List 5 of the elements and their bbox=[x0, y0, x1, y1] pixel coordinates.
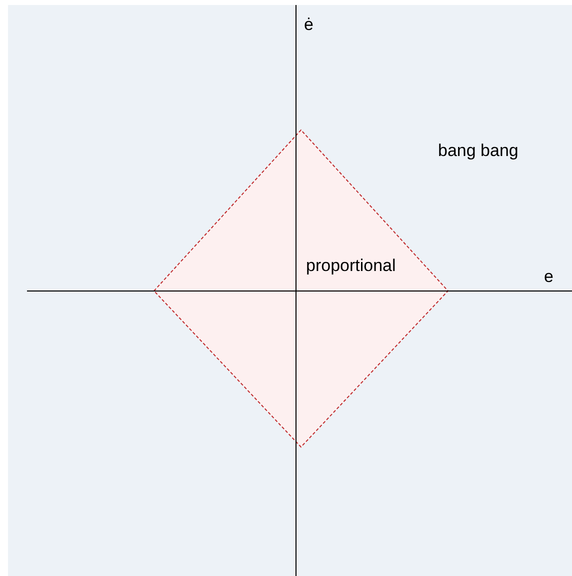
axis-label: ė bbox=[304, 15, 314, 35]
region-label: proportional bbox=[306, 256, 396, 276]
axis-label: e bbox=[544, 267, 554, 287]
region-panel bbox=[8, 5, 572, 576]
region-label: bang bang bbox=[438, 141, 518, 161]
